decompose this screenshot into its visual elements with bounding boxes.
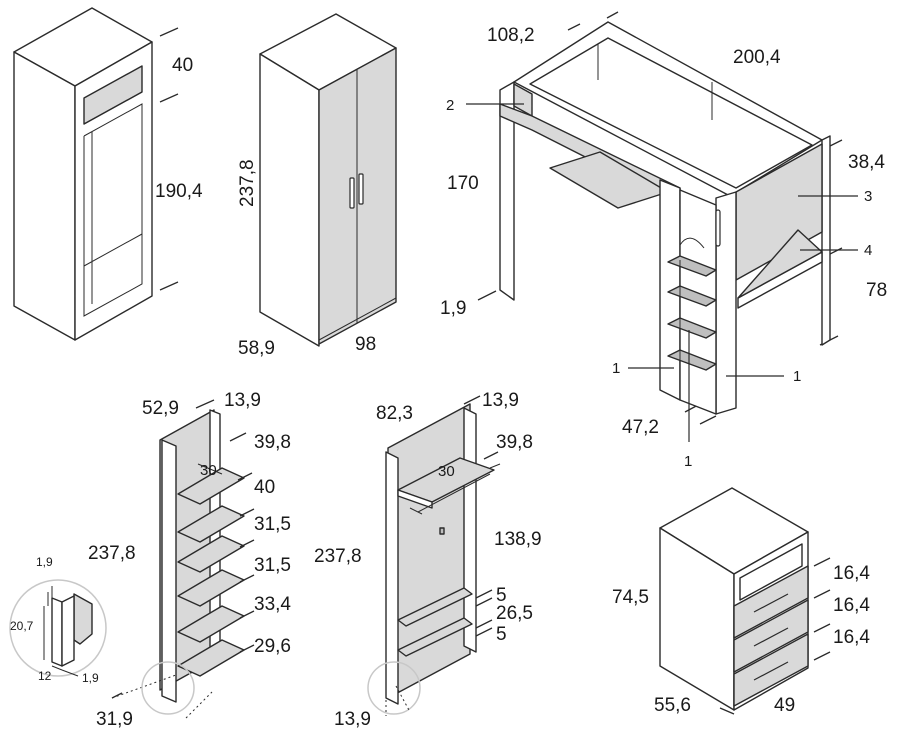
- chest-drawer-1-handle: [753, 593, 789, 613]
- shelf-unit-height-dim: 237,8: [88, 543, 136, 564]
- coat-rack-right-upright: [463, 407, 477, 653]
- loft-bed-callout-1-bottom: 1: [684, 453, 692, 470]
- loft-bed-drawing: 108,2 200,4 170 38,4 78 1,9 47,2 2 3 4 1…: [440, 11, 887, 470]
- coat-rack-width-dim: 82,3: [376, 403, 413, 424]
- chest-drawer-2-handle: [753, 627, 789, 647]
- coat-rack-bar-gap-dim: 26,5: [496, 603, 533, 624]
- loft-bed-callout-4: 4: [864, 242, 872, 259]
- shelf-unit-gap-3-dim: 31,5: [254, 555, 291, 576]
- loft-bed-back-leg: [499, 81, 515, 301]
- coat-rack-shoe-bar-1: [397, 587, 473, 627]
- chest-drawer-2-dim: 16,4: [833, 595, 870, 616]
- joint-detail-depth-dim: 12: [38, 669, 52, 683]
- joint-detail-bottom-dim: 1,9: [82, 671, 99, 685]
- closed-wardrobe-width-dim: 98: [355, 334, 376, 355]
- coat-rack-back-panel: [387, 403, 471, 699]
- coat-rack-shoe-bar-2: [397, 617, 473, 657]
- shelf-unit-depth-dim: 13,9: [224, 390, 261, 411]
- shelf-unit-gap-2-dim: 31,5: [254, 514, 291, 535]
- loft-bed-depth-dim: 108,2: [487, 25, 535, 46]
- loft-bed-shelf-dim: 78: [866, 280, 887, 301]
- loft-bed-mattress-area: [529, 37, 813, 189]
- shelf-unit-base-dim: 31,9: [96, 709, 133, 730]
- coat-rack-base-dim: 13,9: [334, 709, 371, 730]
- chest-width-dim: 49: [774, 695, 795, 716]
- coat-rack-bar-2-dim: 5: [496, 624, 507, 645]
- shelf-unit-shelf-1: [177, 467, 245, 505]
- coat-rack-bar-1-dim: 5: [496, 585, 507, 606]
- shelf-unit-detail-circle: [141, 661, 195, 715]
- chest-drawer-3-dim: 16,4: [833, 627, 870, 648]
- chest-open-shelf: [739, 543, 803, 601]
- joint-detail-drawing: 1,9 20,7 12 1,9: [9, 555, 107, 685]
- chest-height-dim: 74,5: [612, 587, 649, 608]
- open-wardrobe-height-dim: 190,4: [155, 181, 203, 202]
- shelf-unit-gap-5-dim: 29,6: [254, 636, 291, 657]
- open-wardrobe-drawing: 40 190,4: [13, 7, 203, 341]
- shelf-unit-drawing: 52,9 13,9 39,8 30 40 237,8 31,5 31,5 33,…: [88, 390, 291, 730]
- open-wardrobe-depth-dim: 40: [172, 55, 193, 76]
- loft-bed-right-leg: [821, 135, 831, 346]
- shelf-unit-gap-1-dim: 40: [254, 477, 275, 498]
- joint-detail-top-dim: 1,9: [36, 555, 53, 569]
- shelf-unit-gap-4-dim: 33,4: [254, 594, 291, 615]
- coat-rack-height-dim: 237,8: [314, 546, 362, 567]
- shelf-unit-width-dim: 52,9: [142, 398, 179, 419]
- closed-wardrobe-depth-dim: 58,9: [238, 338, 275, 359]
- loft-bed-callout-1-right: 1: [793, 368, 801, 385]
- shelf-unit-top-gap-dim: 39,8: [254, 432, 291, 453]
- coat-rack-left-upright: [385, 451, 399, 705]
- chest-drawer-3-handle: [753, 661, 789, 681]
- closed-wardrobe-right-handle: [358, 173, 364, 205]
- loft-bed-ladder-width-dim: 47,2: [622, 417, 659, 438]
- shelf-unit-upright: [161, 439, 177, 703]
- coat-rack-shelf-depth-dim: 30: [438, 463, 455, 480]
- chest-drawer-2: [733, 599, 809, 673]
- closed-wardrobe-side: [259, 53, 320, 347]
- chest-drawer-3: [733, 633, 809, 707]
- closed-wardrobe-height-dim: 237,8: [237, 159, 258, 207]
- closed-wardrobe-drawing: 237,8 58,9 98: [237, 13, 397, 359]
- loft-bed-callout-1-left: 1: [612, 360, 620, 377]
- coat-rack-mid-height-dim: 138,9: [494, 529, 542, 550]
- joint-detail-circle: [9, 579, 107, 677]
- loft-bed-panel-dim: 38,4: [848, 152, 885, 173]
- loft-bed-height-dim: 170: [447, 173, 479, 194]
- coat-rack-shelf-gap-dim: 39,8: [496, 432, 533, 453]
- chest-depth-dim: 55,6: [654, 695, 691, 716]
- chest-of-drawers-drawing: 74,5 16,4 16,4 16,4 55,6 49: [612, 487, 870, 716]
- coat-rack-depth-dim: 13,9: [482, 390, 519, 411]
- shelf-unit-shelf-3: [177, 535, 245, 573]
- joint-detail-height-dim: 20,7: [10, 619, 34, 633]
- coat-rack-drawing: 82,3 13,9 39,8 30 138,9 237,8 5 26,5 5 1…: [314, 390, 542, 730]
- chest-drawer-1-dim: 16,4: [833, 563, 870, 584]
- loft-bed-shelf-top: [737, 229, 823, 299]
- loft-bed-thickness-dim: 1,9: [440, 298, 466, 319]
- shelf-unit-shelf-depth-dim: 30: [200, 462, 217, 479]
- coat-rack-detail-circle: [367, 661, 421, 715]
- open-wardrobe-side: [13, 51, 76, 341]
- closed-wardrobe-left-handle: [349, 177, 355, 209]
- loft-bed-callout-3: 3: [864, 188, 872, 205]
- chest-drawer-1: [733, 565, 809, 639]
- loft-bed-handle: [715, 209, 721, 247]
- loft-bed-callout-2: 2: [446, 97, 454, 114]
- shelf-unit-shelf-2: [177, 505, 245, 543]
- loft-bed-length-dim: 200,4: [733, 47, 781, 68]
